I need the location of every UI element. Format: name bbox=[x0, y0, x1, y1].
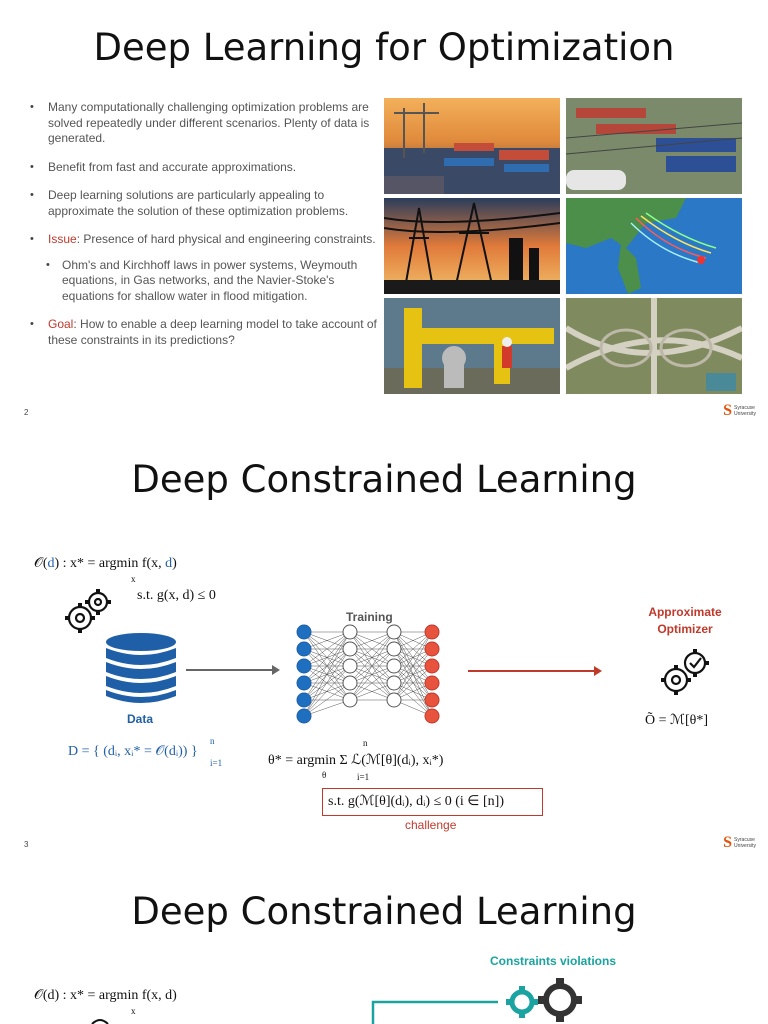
argmin-subscript: x bbox=[131, 1006, 136, 1016]
nn-node bbox=[342, 675, 358, 691]
arrow-right-icon bbox=[186, 665, 280, 675]
constraint-training-eq: s.t. g(ℳ[θ](dᵢ), dᵢ) ≤ 0 (i ∈ [n]) bbox=[328, 794, 504, 809]
sub-bullet-item: Ohm's and Kirchhoff laws in power system… bbox=[46, 258, 380, 305]
gears-icon bbox=[65, 589, 111, 633]
neural-network-icon bbox=[296, 624, 440, 724]
nn-node bbox=[342, 641, 358, 657]
goal-label: Goal bbox=[48, 317, 74, 331]
gear-teal-icon bbox=[506, 986, 538, 1018]
nn-node bbox=[296, 692, 312, 708]
nn-node bbox=[424, 658, 440, 674]
rail-photo bbox=[566, 98, 742, 194]
photo-grid bbox=[384, 98, 742, 394]
slide-title: Deep Learning for Optimization bbox=[93, 26, 675, 69]
nn-node bbox=[296, 624, 312, 640]
slide-deep-constrained-learning: Deep Constrained Learning 𝒪(d) : x* = ar… bbox=[0, 432, 768, 864]
nn-node bbox=[424, 692, 440, 708]
slide-deep-learning-optimization: Deep Learning for Optimization Many comp… bbox=[0, 0, 768, 432]
gears-icon-partial bbox=[91, 1019, 109, 1024]
gear-check-icon bbox=[661, 649, 709, 695]
argmin-subscript: x bbox=[131, 574, 136, 584]
bullet-list: Many computationally challenging optimiz… bbox=[30, 100, 380, 361]
nn-node bbox=[342, 658, 358, 674]
nn-node bbox=[424, 624, 440, 640]
issue-label: Issue bbox=[48, 232, 77, 246]
training-objective-eq: θ* = argmin Σ ℒ(ℳ[θ](dᵢ), xᵢ*) bbox=[268, 753, 444, 768]
bullet-item: Benefit from fast and accurate approxima… bbox=[30, 160, 380, 176]
optimization-problem-eq: 𝒪(d) : x* = argmin f(x, d) bbox=[34, 988, 177, 1003]
data-label: Data bbox=[127, 712, 154, 726]
constraint-eq: s.t. g(x, d) ≤ 0 bbox=[137, 588, 216, 603]
constraints-violations-label: Constraints violations bbox=[490, 954, 617, 968]
nn-node bbox=[296, 658, 312, 674]
arrow-right-red-icon bbox=[468, 666, 602, 676]
bullet-item-issue: Issue: Presence of hard physical and eng… bbox=[30, 232, 380, 248]
port-photo bbox=[384, 98, 560, 194]
highway-interchange-photo bbox=[566, 298, 742, 394]
training-label: Training bbox=[346, 610, 393, 624]
page-number: 3 bbox=[24, 840, 29, 849]
nn-node bbox=[424, 708, 440, 724]
sum-sup: n bbox=[363, 738, 368, 748]
hurricane-map-photo bbox=[566, 198, 742, 294]
nn-node bbox=[386, 675, 402, 691]
database-icon bbox=[106, 633, 176, 703]
nn-node bbox=[296, 675, 312, 691]
slide-title: Deep Constrained Learning bbox=[131, 890, 637, 933]
sum-sub: i=1 bbox=[357, 772, 370, 782]
bullet-item: Many computationally challenging optimiz… bbox=[30, 100, 380, 147]
nn-node bbox=[386, 692, 402, 708]
constraint-violation-connector bbox=[371, 978, 582, 1024]
page-number: 2 bbox=[24, 408, 29, 417]
nn-node bbox=[342, 692, 358, 708]
nn-node bbox=[342, 624, 358, 640]
slide-deep-constrained-learning-2: Deep Constrained Learning Constraints vi… bbox=[0, 864, 768, 1024]
gas-pipeline-photo bbox=[384, 298, 560, 394]
gear-dark-icon bbox=[538, 978, 582, 1022]
nn-node bbox=[424, 675, 440, 691]
slide-title: Deep Constrained Learning bbox=[131, 458, 637, 501]
power-grid-photo bbox=[384, 198, 560, 294]
dataset-sup: n bbox=[210, 736, 215, 746]
nn-node bbox=[296, 641, 312, 657]
nn-node bbox=[424, 641, 440, 657]
bullet-item-goal: Goal: How to enable a deep learning mode… bbox=[30, 317, 380, 348]
nn-node bbox=[386, 658, 402, 674]
nn-node bbox=[386, 641, 402, 657]
challenge-box bbox=[322, 788, 543, 816]
nn-node bbox=[386, 624, 402, 640]
dataset-sub: i=1 bbox=[210, 758, 223, 768]
dataset-eq: D = { (dᵢ, xᵢ* = 𝒪(dᵢ)) } bbox=[68, 744, 198, 759]
optimization-problem-eq: 𝒪(d) : x* = argmin f(x, d) bbox=[34, 556, 177, 571]
bullet-item: Deep learning solutions are particularly… bbox=[30, 188, 380, 219]
challenge-label: challenge bbox=[405, 818, 457, 832]
nn-node bbox=[296, 708, 312, 724]
theta-subscript: θ bbox=[322, 770, 327, 780]
approx-optimizer-eq: Õ = ℳ[θ*] bbox=[645, 713, 709, 728]
